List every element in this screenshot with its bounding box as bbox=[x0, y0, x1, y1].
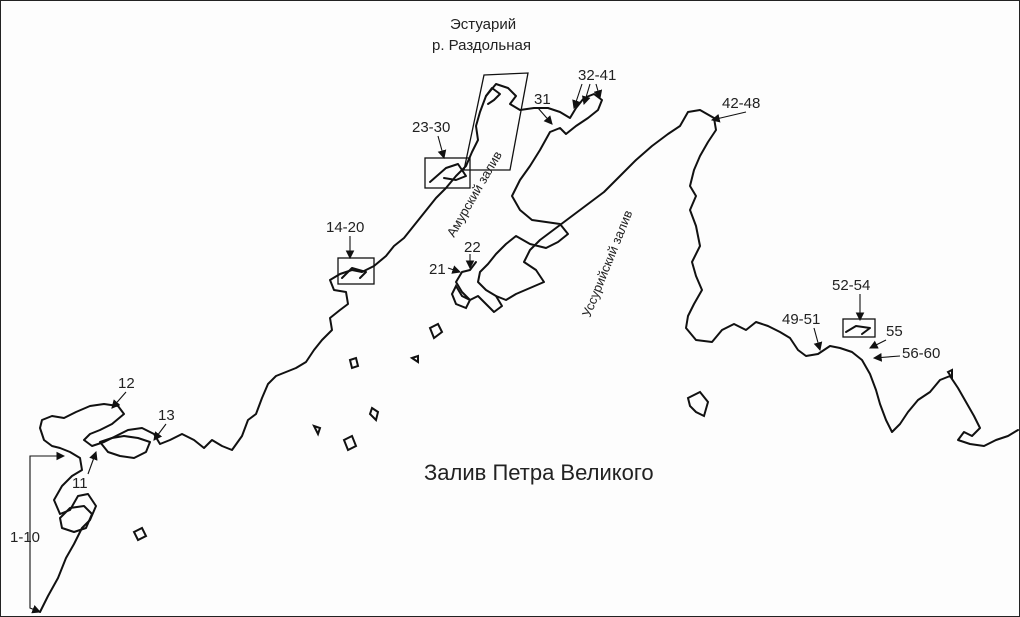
labels: Эстуарий р. Раздольная Амурский залив Ус… bbox=[10, 16, 940, 546]
box-52-54-shore bbox=[845, 325, 871, 335]
arrow-42-48 bbox=[710, 111, 747, 123]
arrow-12 bbox=[111, 391, 127, 409]
coast-southwest bbox=[39, 83, 1019, 613]
arrow-23-30 bbox=[437, 135, 447, 160]
label-22: 22 bbox=[464, 239, 481, 256]
ussuri-bay-label: Уссурийский залив bbox=[579, 208, 636, 319]
estuary-channel bbox=[485, 87, 501, 105]
label-23-30: 23-30 bbox=[412, 119, 450, 136]
arrow-32-41-b bbox=[581, 83, 591, 106]
label-14-20: 14-20 bbox=[326, 219, 364, 236]
box-23-30 bbox=[424, 157, 471, 189]
label-52-54: 52-54 bbox=[832, 277, 870, 294]
island-russky bbox=[450, 283, 472, 310]
box-14-20-shore bbox=[341, 267, 367, 279]
sea-label: Залив Петра Великого bbox=[424, 460, 654, 485]
study-boxes bbox=[337, 72, 876, 338]
box-23-30-shore bbox=[429, 163, 467, 183]
island-popov bbox=[428, 322, 444, 340]
arrow-13 bbox=[153, 423, 167, 441]
label-55: 55 bbox=[886, 323, 903, 340]
arrow-31 bbox=[537, 107, 553, 125]
island-askold bbox=[686, 390, 710, 418]
island-reyneke bbox=[348, 356, 360, 370]
arrow-56-60 bbox=[872, 353, 901, 362]
site-arrows bbox=[29, 83, 901, 614]
coastline bbox=[39, 83, 1019, 613]
island-east-small bbox=[946, 368, 953, 382]
estuary-title-line2: р. Раздольная bbox=[432, 37, 531, 54]
label-31: 31 bbox=[534, 91, 551, 108]
label-49-51: 49-51 bbox=[782, 311, 820, 328]
coast-lagoon-13 bbox=[99, 435, 151, 459]
label-13: 13 bbox=[158, 407, 175, 424]
label-21: 21 bbox=[429, 261, 446, 278]
island-sw-4 bbox=[132, 526, 148, 542]
islands bbox=[132, 283, 953, 542]
island-sw-1 bbox=[368, 406, 380, 422]
arrow-32-41-c bbox=[593, 83, 603, 100]
amur-bay-label: Амурский залив bbox=[444, 148, 505, 239]
coast-lagoon-west bbox=[59, 505, 93, 533]
arrow-55 bbox=[869, 339, 887, 349]
island-sw-2 bbox=[312, 424, 322, 437]
island-rikord bbox=[409, 354, 419, 364]
estuary-title-line1: Эстуарий bbox=[450, 16, 516, 33]
label-1-10: 1-10 bbox=[10, 529, 40, 546]
label-32-41: 32-41 bbox=[578, 67, 616, 84]
label-56-60: 56-60 bbox=[902, 345, 940, 362]
box-14-20 bbox=[337, 257, 375, 285]
arrow-49-51 bbox=[813, 327, 823, 352]
label-42-48: 42-48 bbox=[722, 95, 760, 112]
island-sw-3 bbox=[342, 434, 358, 452]
box-razdolnaya-estuary bbox=[463, 72, 529, 171]
coast-muravyov-peninsula bbox=[455, 261, 503, 313]
arrow-21 bbox=[447, 265, 462, 274]
arrow-11 bbox=[87, 450, 98, 475]
arrow-32-41-a bbox=[572, 83, 583, 110]
label-11: 11 bbox=[72, 475, 88, 492]
label-12: 12 bbox=[118, 375, 135, 392]
